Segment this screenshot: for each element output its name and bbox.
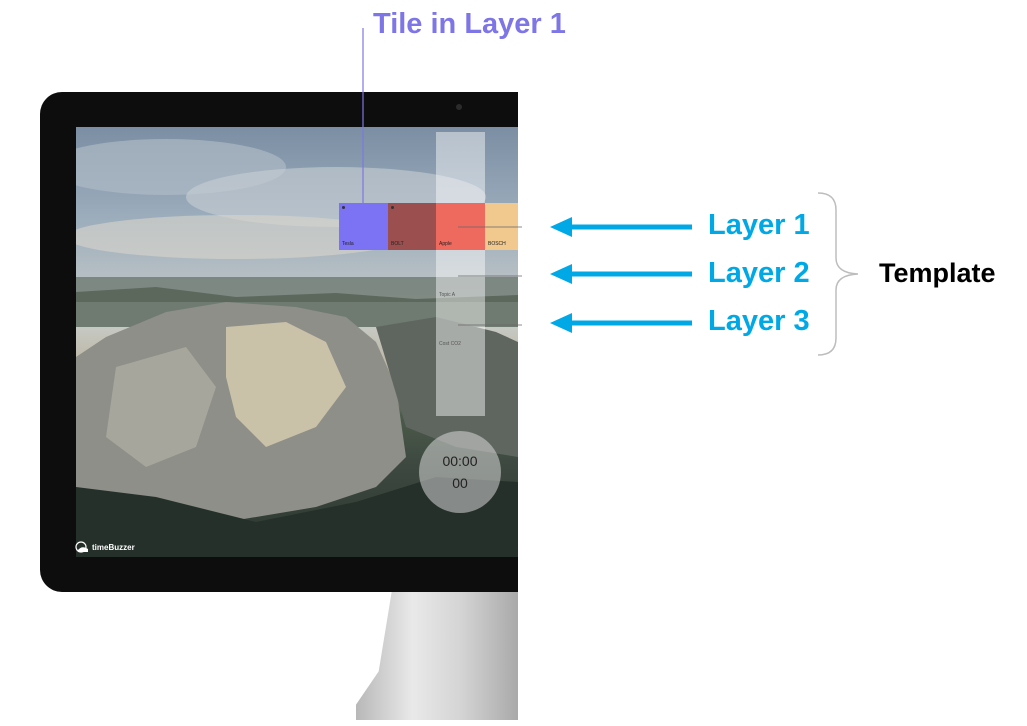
timer-time: 00:00 xyxy=(442,453,478,469)
template-column xyxy=(436,132,485,416)
tile-tesla[interactable]: Tesla xyxy=(339,203,388,250)
layer2-label: Layer 2 xyxy=(708,257,810,289)
tile-bolt[interactable]: BOLT xyxy=(388,203,437,250)
brand-name: timeBuzzer xyxy=(92,542,135,552)
timebuzzer-logo-icon xyxy=(75,541,88,553)
template-label: Template xyxy=(879,258,996,288)
layer2-arrow xyxy=(550,264,692,284)
template-brace xyxy=(817,192,859,356)
layer2-tile-label: Topic A xyxy=(439,292,456,298)
tile-label: Apple xyxy=(439,241,452,247)
layer3-label: Layer 3 xyxy=(708,305,810,337)
tile-callout-label: Tile in Layer 1 xyxy=(373,8,566,40)
timer-count: 00 xyxy=(452,475,468,491)
timer-widget[interactable]: 00:00 00 xyxy=(419,431,501,513)
layer3-arrow xyxy=(550,313,692,333)
tile-label: BOSCH xyxy=(488,241,506,247)
layer3-tile-label: Cost CO2 xyxy=(439,341,461,347)
tile-marker xyxy=(391,206,394,209)
layer1-label: Layer 1 xyxy=(708,209,810,241)
camera-dot xyxy=(456,104,462,110)
tile-apple[interactable]: Apple xyxy=(436,203,485,250)
layer1-arrow xyxy=(550,217,692,237)
tile-label: Tesla xyxy=(342,241,354,247)
tile-bosch[interactable]: BOSCH xyxy=(485,203,518,250)
tile-marker xyxy=(342,206,345,209)
tile-label: BOLT xyxy=(391,241,404,247)
brand-logo: timeBuzzer xyxy=(75,541,135,553)
